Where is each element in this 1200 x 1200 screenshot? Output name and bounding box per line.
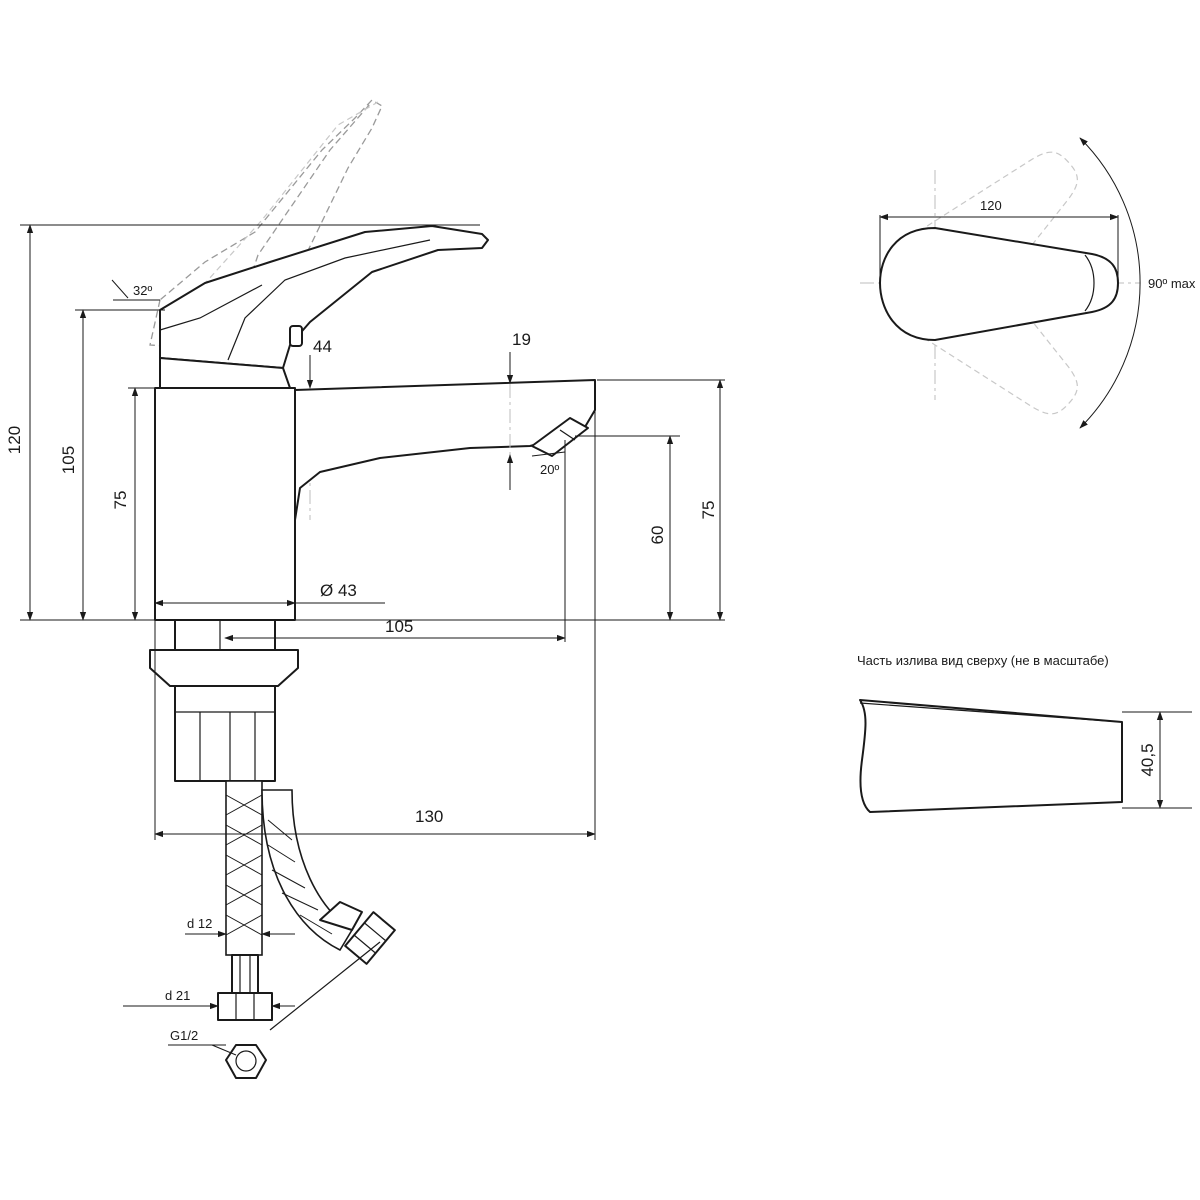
top-view: 120 90º max — [860, 137, 1196, 429]
dim-spout-outlet-height: 60 — [648, 526, 667, 545]
dim-aerator-angle: 20º — [540, 462, 559, 477]
hex-nut-end-view — [225, 1044, 267, 1079]
dim-body-diameter: Ø 43 — [320, 581, 357, 600]
mounting-assembly — [149, 619, 299, 782]
mixer-body — [154, 387, 296, 621]
dim-handle-height: 105 — [59, 446, 78, 474]
dim-spout-reach: 105 — [385, 617, 413, 636]
dim-spout-width: 40,5 — [1138, 743, 1157, 776]
dim-rotation: 90º max — [1148, 276, 1196, 291]
dim-hose-diameter: d 12 — [187, 916, 212, 931]
dim-thread: G1/2 — [170, 1028, 198, 1043]
side-view: 120 105 75 32º 44 19 20º — [5, 99, 725, 1079]
dim-spout-thickness: 19 — [512, 330, 531, 349]
dim-handle-length: 120 — [980, 198, 1002, 213]
spout-top-view-note: Часть излива вид сверху (не в масштабе) — [857, 653, 1109, 668]
handle — [159, 225, 489, 389]
flexible-hoses — [217, 780, 396, 1079]
spout-top-view: Часть излива вид сверху (не в масштабе) … — [857, 653, 1192, 813]
dim-spout-offset: 44 — [313, 337, 332, 356]
dim-spout-top-height: 75 — [699, 501, 718, 520]
spout-top-shape — [859, 699, 1123, 813]
spout — [294, 379, 596, 521]
handle-top-view — [879, 227, 1119, 341]
dim-total-height: 120 — [5, 426, 24, 454]
side-view-dimensions: 120 105 75 32º 44 19 20º — [5, 224, 725, 1056]
dim-body-height: 75 — [111, 491, 130, 510]
dim-nut-diameter: d 21 — [165, 988, 190, 1003]
dim-handle-angle: 32º — [133, 283, 152, 298]
dim-total-length: 130 — [415, 807, 443, 826]
